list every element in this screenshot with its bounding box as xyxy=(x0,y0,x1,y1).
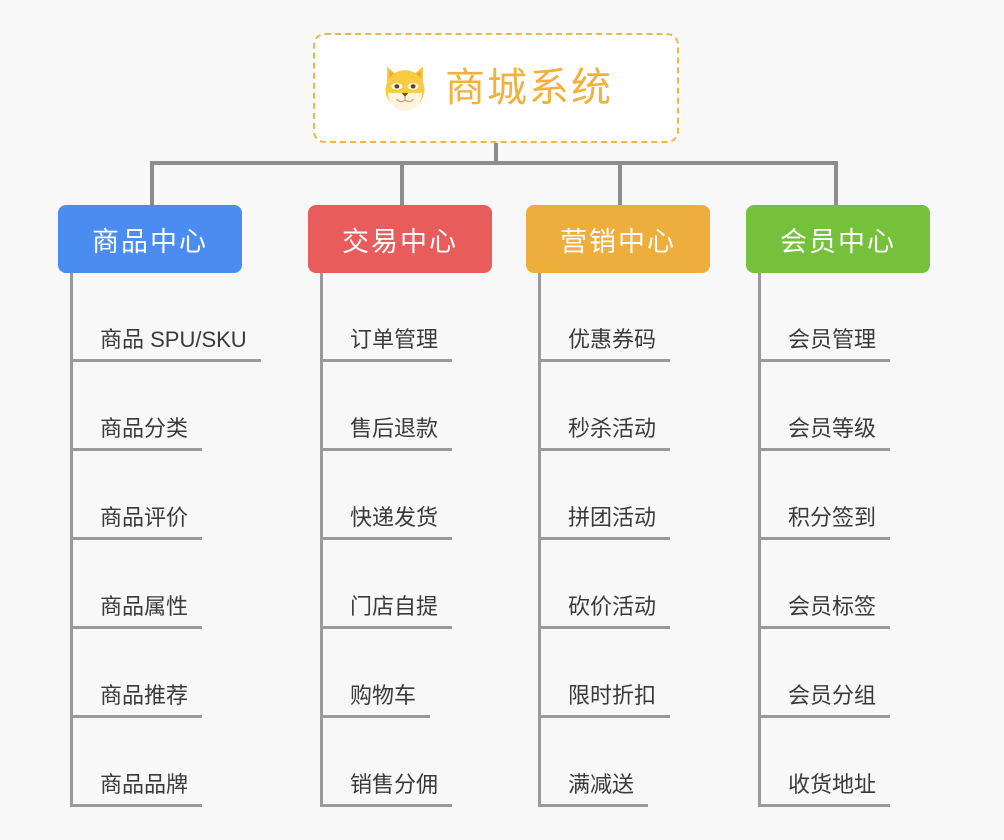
leaf-label: 商品分类 xyxy=(70,416,203,451)
branch-column-4: 会员中心 会员管理 会员等级 积分签到 会员标签 会员分组 收货地址 xyxy=(746,205,930,807)
leaf-item[interactable]: 限时折扣 xyxy=(526,629,710,718)
leaf-item[interactable]: 砍价活动 xyxy=(526,540,710,629)
leaf-list-1: 商品 SPU/SKU 商品分类 商品评价 商品属性 商品推荐 商品品牌 xyxy=(58,273,261,807)
leaf-trunk-4 xyxy=(758,273,761,807)
leaf-list-3: 优惠券码 秒杀活动 拼团活动 砍价活动 限时折扣 满减送 xyxy=(526,273,710,807)
connector-bus-bar xyxy=(150,161,838,165)
connector-drop-3 xyxy=(618,161,622,205)
leaf-item[interactable]: 销售分佣 xyxy=(308,718,492,807)
branch-column-3: 营销中心 优惠券码 秒杀活动 拼团活动 砍价活动 限时折扣 满减送 xyxy=(526,205,710,807)
connector-drop-2 xyxy=(400,161,404,205)
leaf-label: 销售分佣 xyxy=(320,772,453,807)
leaf-item[interactable]: 门店自提 xyxy=(308,540,492,629)
leaf-label: 会员管理 xyxy=(758,327,891,362)
leaf-item[interactable]: 商品 SPU/SKU xyxy=(58,273,261,362)
leaf-item[interactable]: 商品属性 xyxy=(58,540,242,629)
leaf-label: 会员等级 xyxy=(758,416,891,451)
leaf-label: 优惠券码 xyxy=(538,327,671,362)
branch-header-label-1: 商品中心 xyxy=(92,226,208,257)
leaf-item[interactable]: 会员等级 xyxy=(746,362,930,451)
leaf-label: 砍价活动 xyxy=(538,594,671,629)
leaf-label: 秒杀活动 xyxy=(538,416,671,451)
leaf-item[interactable]: 售后退款 xyxy=(308,362,492,451)
leaf-label: 商品 SPU/SKU xyxy=(70,327,261,362)
connector-drop-4 xyxy=(834,161,838,205)
branch-header-3[interactable]: 营销中心 xyxy=(526,205,710,273)
leaf-item[interactable]: 满减送 xyxy=(526,718,710,807)
leaf-label: 门店自提 xyxy=(320,594,453,629)
leaf-item[interactable]: 会员管理 xyxy=(746,273,930,362)
leaf-item[interactable]: 优惠券码 xyxy=(526,273,710,362)
leaf-label: 积分签到 xyxy=(758,505,891,540)
leaf-label: 售后退款 xyxy=(320,416,453,451)
leaf-item[interactable]: 订单管理 xyxy=(308,273,492,362)
branch-header-label-4: 会员中心 xyxy=(780,226,896,257)
leaf-label: 商品评价 xyxy=(70,505,203,540)
leaf-list-4: 会员管理 会员等级 积分签到 会员标签 会员分组 收货地址 xyxy=(746,273,930,807)
leaf-label: 收货地址 xyxy=(758,772,891,807)
leaf-label: 快递发货 xyxy=(320,505,453,540)
leaf-trunk-3 xyxy=(538,273,541,807)
leaf-label: 会员标签 xyxy=(758,594,891,629)
leaf-item[interactable]: 快递发货 xyxy=(308,451,492,540)
leaf-list-2: 订单管理 售后退款 快递发货 门店自提 购物车 销售分佣 xyxy=(308,273,492,807)
leaf-label: 拼团活动 xyxy=(538,505,671,540)
branch-header-label-2: 交易中心 xyxy=(342,226,458,257)
leaf-item[interactable]: 会员分组 xyxy=(746,629,930,718)
leaf-item[interactable]: 收货地址 xyxy=(746,718,930,807)
leaf-item[interactable]: 秒杀活动 xyxy=(526,362,710,451)
leaf-item[interactable]: 积分签到 xyxy=(746,451,930,540)
leaf-item[interactable]: 商品分类 xyxy=(58,362,242,451)
leaf-label: 订单管理 xyxy=(320,327,453,362)
branch-column-2: 交易中心 订单管理 售后退款 快递发货 门店自提 购物车 销售分佣 xyxy=(308,205,492,807)
leaf-item[interactable]: 商品推荐 xyxy=(58,629,242,718)
leaf-item[interactable]: 拼团活动 xyxy=(526,451,710,540)
leaf-label: 商品属性 xyxy=(70,594,203,629)
leaf-item[interactable]: 商品评价 xyxy=(58,451,242,540)
leaf-item[interactable]: 商品品牌 xyxy=(58,718,242,807)
leaf-label: 会员分组 xyxy=(758,683,891,718)
connector-drop-1 xyxy=(150,161,154,205)
shiba-dog-face-icon xyxy=(385,66,425,111)
leaf-label: 满减送 xyxy=(538,772,649,807)
leaf-label: 商品品牌 xyxy=(70,772,203,807)
leaf-item[interactable]: 购物车 xyxy=(308,629,492,718)
branch-header-1[interactable]: 商品中心 xyxy=(58,205,242,273)
leaf-label: 购物车 xyxy=(320,683,431,718)
branch-column-1: 商品中心 商品 SPU/SKU 商品分类 商品评价 商品属性 商品推荐 商品品牌 xyxy=(58,205,261,807)
leaf-label: 限时折扣 xyxy=(538,683,671,718)
connector-root-stem xyxy=(494,143,498,165)
branch-header-4[interactable]: 会员中心 xyxy=(746,205,930,273)
root-title: 商城系统 xyxy=(445,66,613,110)
leaf-trunk-2 xyxy=(320,273,323,807)
branch-header-2[interactable]: 交易中心 xyxy=(308,205,492,273)
leaf-trunk-1 xyxy=(70,273,73,807)
leaf-label: 商品推荐 xyxy=(70,683,203,718)
root-node[interactable]: 商城系统 xyxy=(313,33,679,143)
leaf-item[interactable]: 会员标签 xyxy=(746,540,930,629)
branch-header-label-3: 营销中心 xyxy=(560,226,676,257)
